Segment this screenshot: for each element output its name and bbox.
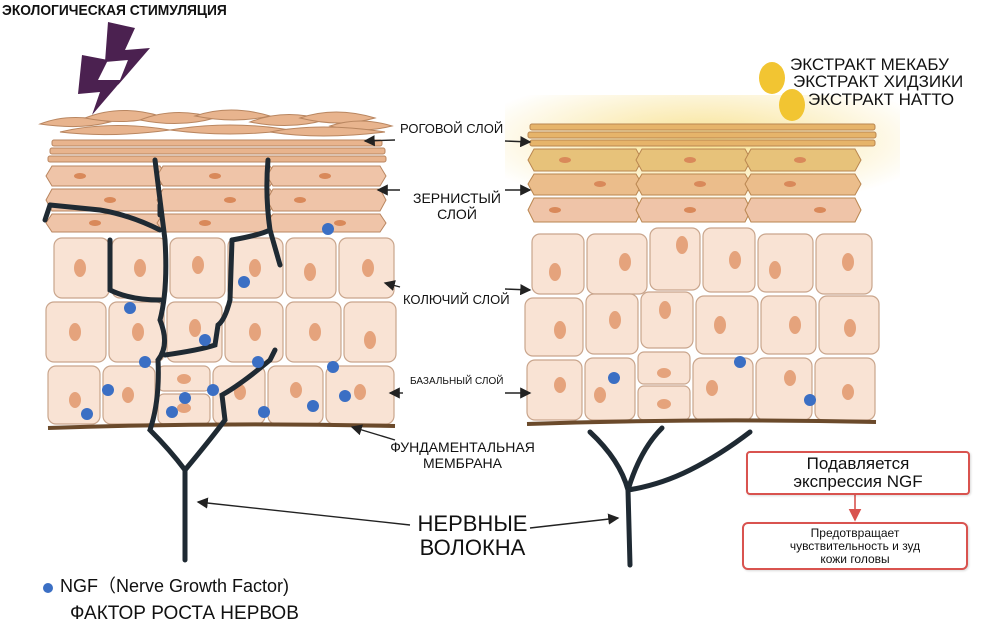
right-corneum [527, 123, 877, 147]
effect-box-line2: чувствительность и зуд [789, 539, 921, 553]
label-nerve-fibers-line1: НЕРВНЫЕ [417, 511, 528, 536]
left-skin [38, 22, 397, 563]
effect-box-line3: кожи головы [820, 552, 890, 566]
right-skin [524, 62, 880, 568]
label-membrane-line1: ФУНДАМЕНТАЛЬНАЯ [390, 439, 535, 455]
extract-label-mekabu: ЭКСТРАКТ МЕКАБУ [790, 55, 949, 74]
result-box-line2: экспрессия NGF [793, 472, 923, 491]
label-basal: БАЗАЛЬНЫЙ СЛОЙ [410, 376, 504, 387]
legend-ngf-dot [43, 583, 53, 593]
result-box: Подавляется экспрессия NGF [746, 451, 970, 495]
right-membrane [526, 418, 877, 426]
left-spinous [45, 237, 397, 363]
effect-box-line1: Предотвращает [810, 526, 900, 540]
label-nerve-fibers-line2: ВОЛОКНА [419, 535, 526, 560]
label-spinous: КОЛЮЧИЙ СЛОЙ [403, 292, 510, 307]
label-granular-line1: ЗЕРНИСТЫЙ [413, 190, 501, 206]
left-nerve-fibers [42, 157, 283, 563]
right-granular [527, 148, 862, 223]
label-membrane-line2: МЕМБРАНА [422, 455, 503, 471]
right-basal [526, 351, 876, 421]
legend-ngf-ru: ФАКТОР РОСТА НЕРВОВ [70, 603, 299, 624]
label-granular-line2: СЛОЙ [437, 206, 477, 222]
extract-label-hijiki: ЭКСТРАКТ ХИДЗИКИ [793, 72, 964, 91]
extract-drop-icon [759, 62, 805, 121]
left-corneum [38, 109, 394, 163]
left-ngf-dots [81, 223, 351, 420]
extract-label-natto: ЭКСТРАКТ НАТТО [808, 90, 955, 109]
top-title: ЭКОЛОГИЧЕСКАЯ СТИМУЛЯЦИЯ [2, 2, 227, 19]
right-nerve-fibers [587, 425, 753, 568]
effect-box: Предотвращает чувствительность и зуд кож… [742, 522, 968, 570]
right-ngf-dots [608, 356, 816, 406]
result-box-line1: Подавляется [806, 454, 910, 473]
lightning-bolt-icon [78, 22, 150, 115]
right-spinous [524, 227, 880, 357]
legend-ngf: NGF（Nerve Growth Factor) [60, 576, 290, 596]
label-stratum-corneum: РОГОВОЙ СЛОЙ [400, 121, 504, 136]
layer-arrows [196, 135, 620, 529]
